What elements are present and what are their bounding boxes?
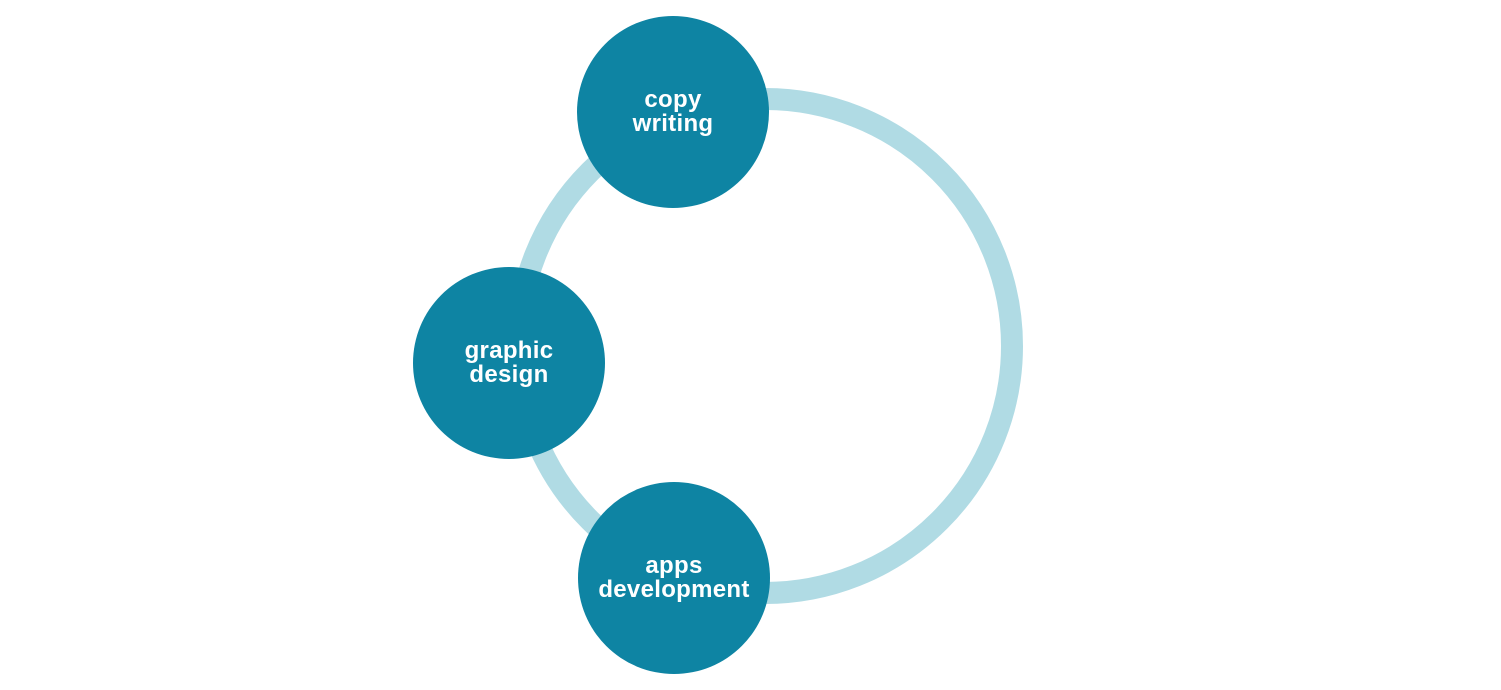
node-graphic-design: graphic design <box>413 267 605 459</box>
node-graphic-design-label: graphic design <box>465 339 554 387</box>
node-apps-development-line1: apps <box>645 552 703 579</box>
node-copy-writing: copy writing <box>577 16 769 208</box>
node-apps-development: apps development <box>578 482 770 674</box>
node-graphic-design-line2: design <box>469 361 549 388</box>
node-apps-development-line2: development <box>598 576 750 603</box>
node-graphic-design-line1: graphic <box>464 337 554 364</box>
node-apps-development-label: apps development <box>598 554 749 602</box>
node-copy-writing-line2: writing <box>632 110 714 137</box>
node-copy-writing-label: copy writing <box>633 88 714 136</box>
node-copy-writing-line1: copy <box>644 86 702 113</box>
